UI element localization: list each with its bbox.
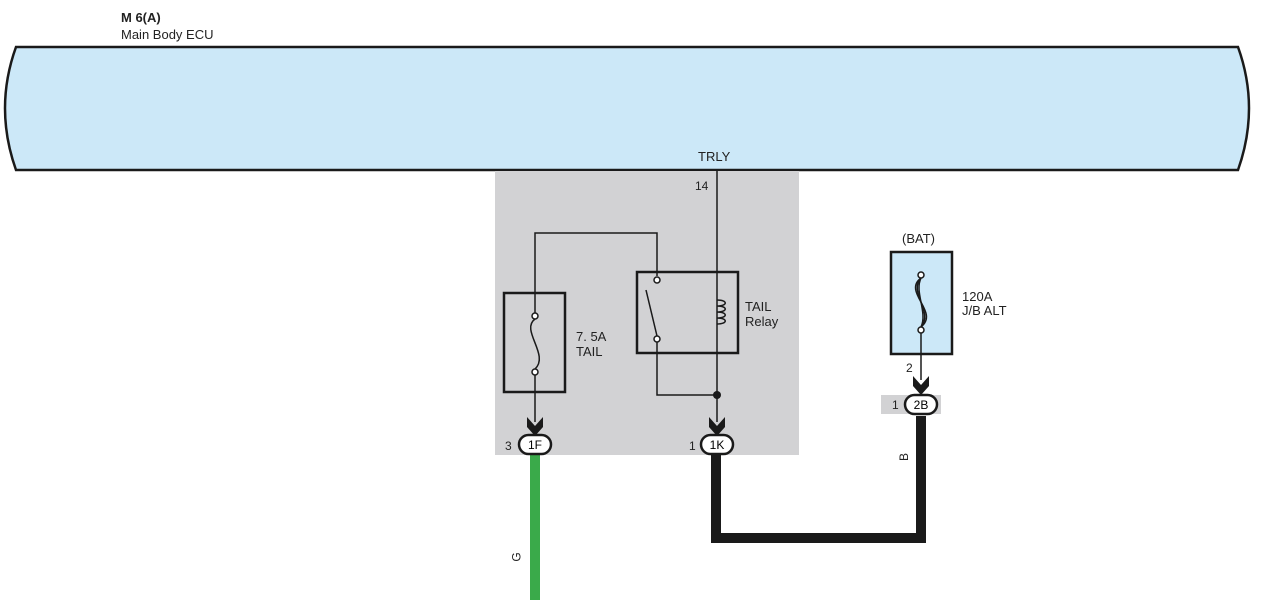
ecu-name: Main Body ECU	[121, 27, 214, 42]
connector-1k-id: 1K	[710, 438, 725, 452]
wire-black	[711, 416, 926, 543]
bat-fuse	[889, 250, 954, 356]
fuse-rating: 7. 5A	[576, 329, 607, 344]
bat-fuse-name: J/B ALT	[962, 303, 1007, 318]
ecu-pin-name: TRLY	[698, 149, 731, 164]
fuse-name: TAIL	[576, 344, 603, 359]
tail-relay	[635, 270, 740, 355]
splice-point	[713, 391, 721, 399]
wire-green-code: G	[509, 552, 524, 562]
connector-1k-pin: 1	[689, 439, 696, 453]
connector-1f-pin: 3	[505, 439, 512, 453]
internal-wiring	[534, 171, 922, 422]
relay-coil-icon	[716, 299, 726, 325]
tail-fuse	[502, 291, 567, 394]
bat-terminal-number: 2	[906, 361, 913, 375]
relay-name-line2: Relay	[745, 314, 779, 329]
junction-block	[495, 171, 799, 455]
connector-arrows	[527, 376, 929, 436]
bat-source-label: (BAT)	[902, 231, 935, 246]
connector-2b-id: 2B	[914, 398, 929, 412]
wire-black-code: B	[897, 452, 912, 462]
relay-name-line1: TAIL	[745, 299, 772, 314]
connector-2b: 2B	[903, 393, 939, 416]
connector-1f: 1F	[517, 433, 553, 456]
ecu-connector-id: M 6(A)	[121, 10, 161, 25]
connector-2b-pin: 1	[892, 398, 899, 412]
connector-1f-id: 1F	[528, 438, 542, 452]
ecu-pin-number: 14	[695, 179, 709, 193]
connector-1k: 1K	[699, 433, 735, 456]
ecu-body	[3, 45, 1251, 172]
bat-fuse-rating: 120A	[962, 289, 993, 304]
